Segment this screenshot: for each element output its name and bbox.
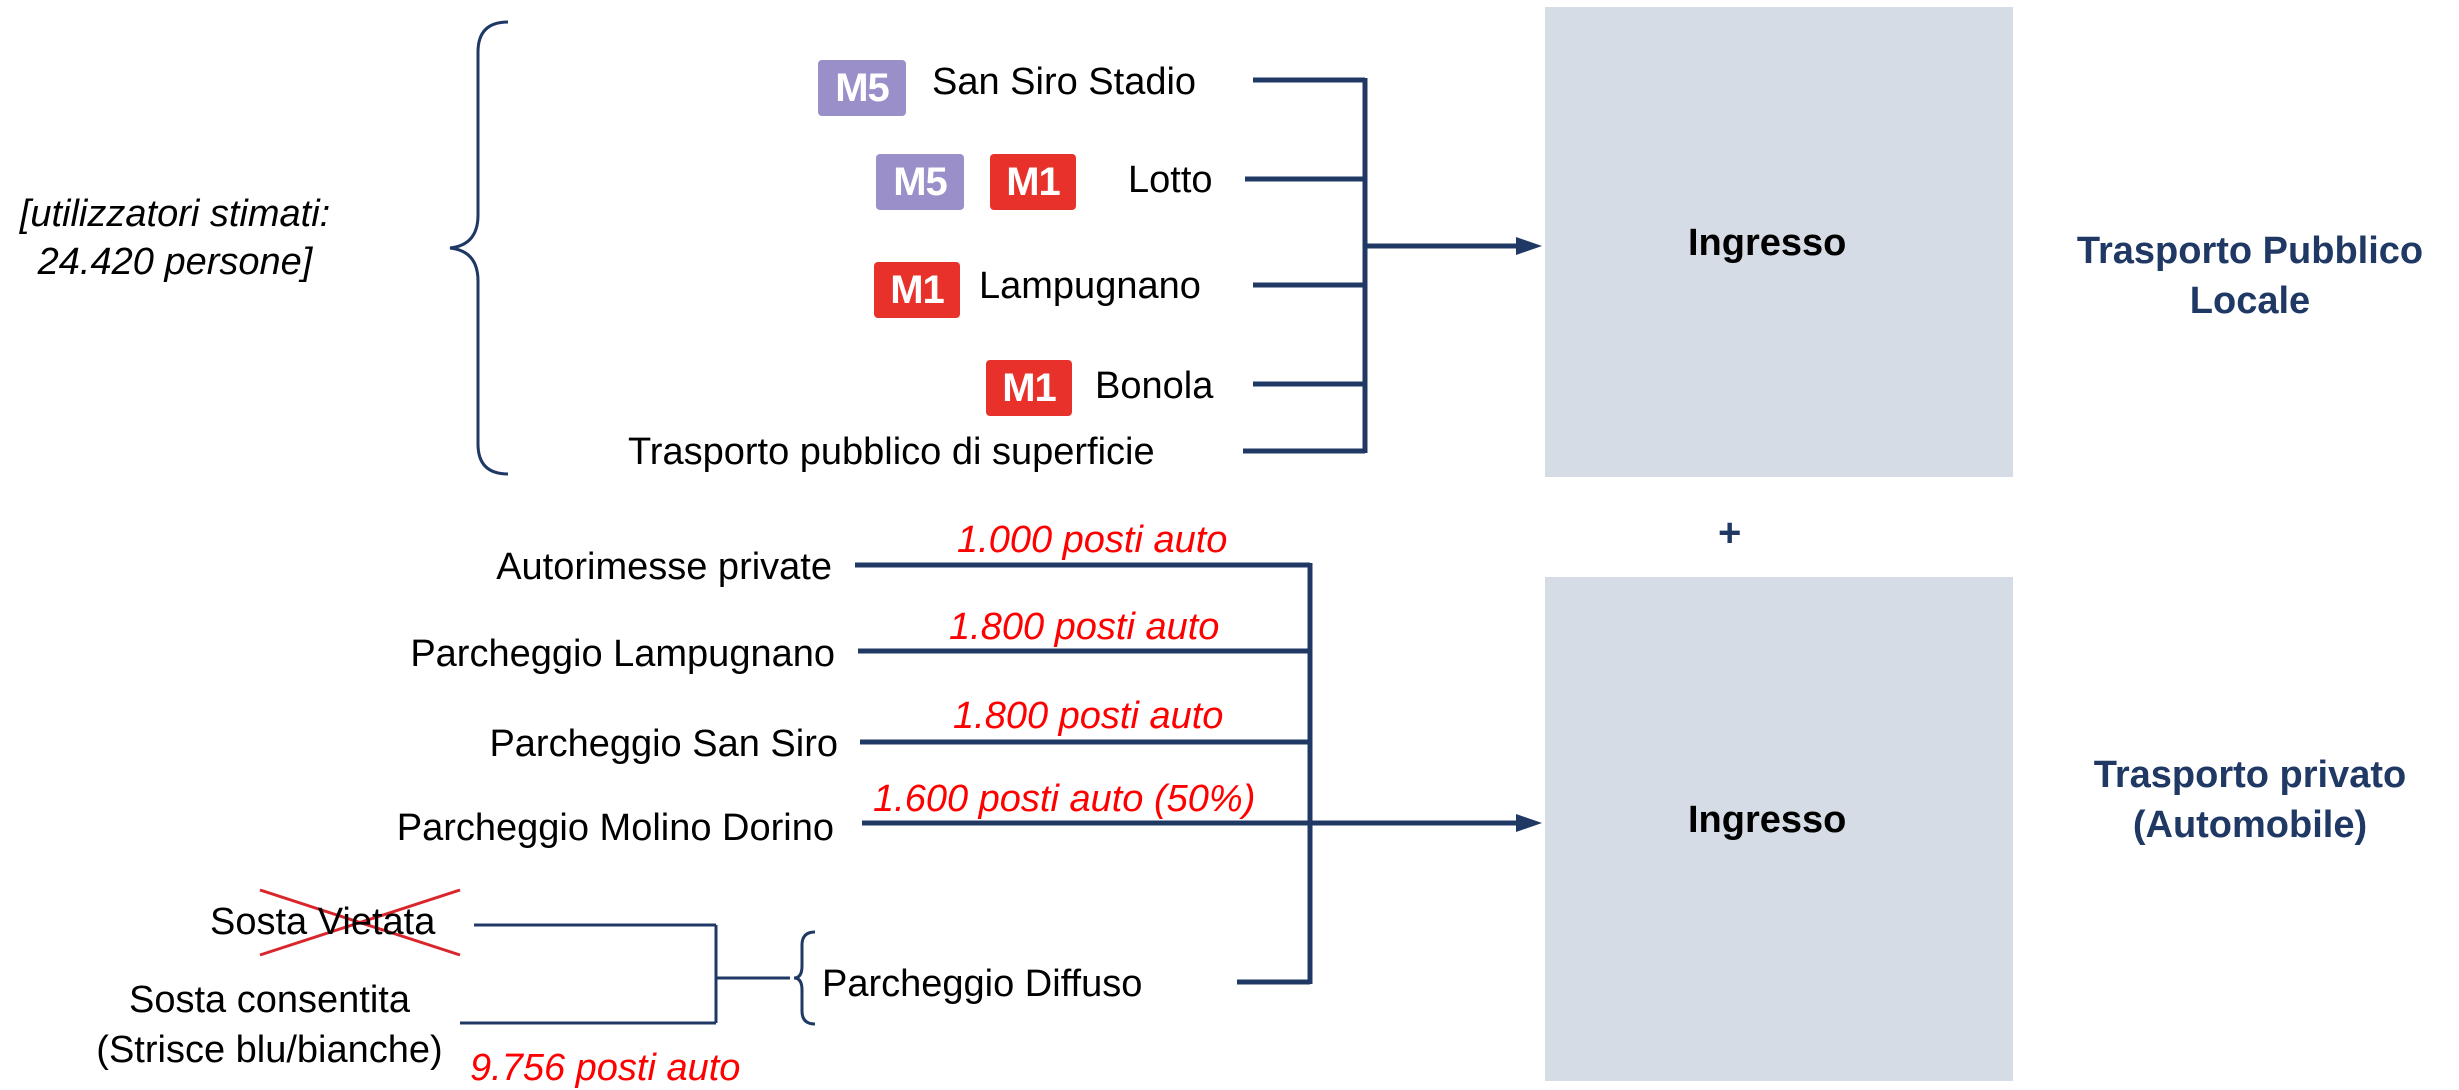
station-bonola: Bonola [1095,365,1214,407]
metro-m1-badge: M1 [986,360,1072,416]
metro-m5-badge: M5 [876,154,964,210]
sosta-consentita-line1: Sosta consentita [129,979,410,1021]
private-category-line2: (Automobile) [2132,804,2368,846]
capacity-autorimesse: 1.000 posti auto [957,519,1228,561]
capacity-san-siro: 1.800 posti auto [953,695,1224,737]
station-san-siro-stadio: San Siro Stadio [932,61,1197,103]
metro-m1-badge: M1 [874,262,960,318]
public-category-line1: Trasporto Pubblico [2076,230,2424,272]
sosta-consentita-label: Sosta consentita (Strisce blu/bianche) [72,975,467,1075]
metro-m5-badge: M5 [818,60,906,116]
station-surface-transport: Trasporto pubblico di superficie [628,431,1155,473]
capacity-molino-dorino: 1.600 posti auto (50%) [873,778,1256,820]
plus-sign: + [1718,511,1742,555]
sosta-vietata-label: Sosta Vietata [210,901,436,943]
estimate-brace [449,20,509,476]
sosta-consentita-line2: (Strisce blu/bianche) [96,1029,443,1071]
parking-lampugnano: Parcheggio Lampugnano [410,633,835,675]
metro-m1-badge: M1 [990,154,1076,210]
public-entrance-label: Ingresso [1688,222,1847,264]
private-entrance-box [1545,577,2013,1081]
parking-autorimesse-private: Autorimesse private [496,546,832,588]
estimate-line1: [utilizzatori stimati: [19,193,331,235]
public-category-line2: Locale [2189,280,2311,322]
capacity-lampugnano: 1.800 posti auto [949,606,1220,648]
estimate-text: [utilizzatori stimati: 24.420 persone] [5,190,345,286]
parking-san-siro: Parcheggio San Siro [489,723,838,765]
parking-molino-dorino: Parcheggio Molino Dorino [396,807,834,849]
private-category-line1: Trasporto privato [2093,754,2407,796]
station-lampugnano: Lampugnano [979,265,1201,307]
public-transport-category: Trasporto Pubblico Locale [2040,226,2459,326]
parking-diffuso: Parcheggio Diffuso [822,963,1143,1005]
station-lotto: Lotto [1128,159,1213,201]
public-entrance-box [1545,7,2013,477]
estimate-line2: 24.420 persone] [37,241,313,283]
capacity-diffuse: 9.756 posti auto [470,1047,741,1089]
private-entrance-label: Ingresso [1688,799,1847,841]
private-transport-category: Trasporto privato (Automobile) [2040,750,2459,850]
